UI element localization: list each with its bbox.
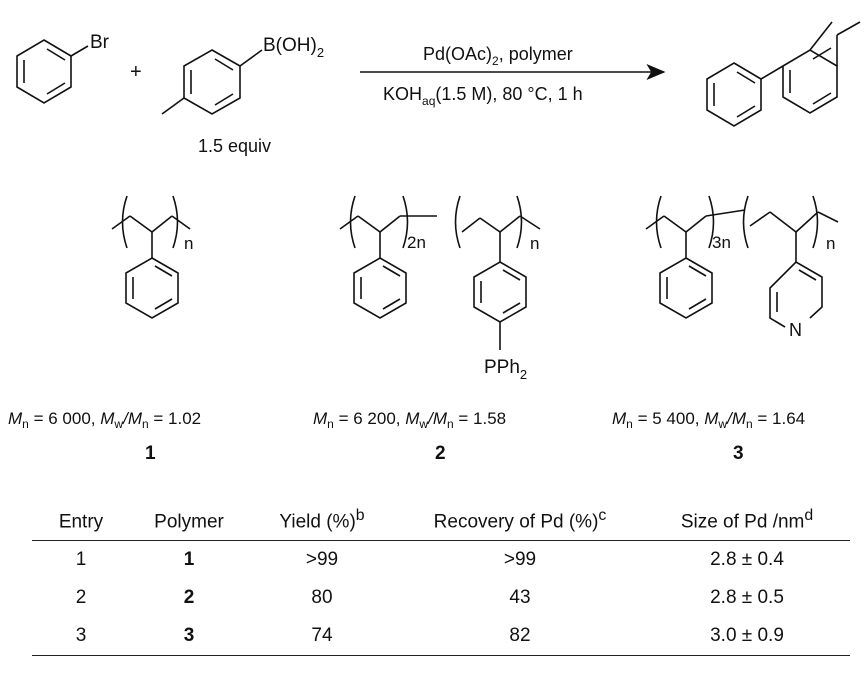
header-entry: Entry	[32, 498, 130, 542]
table-header-row: Entry Polymer Yield (%)b Recovery of Pd …	[32, 498, 850, 542]
header-size: Size of Pd /nmd	[644, 498, 850, 542]
header-yield: Yield (%)b	[248, 498, 396, 542]
boronic-acid-label: B(OH)2	[263, 35, 324, 60]
cell-recovery: 43	[509, 587, 531, 609]
cell-polymer: 2	[183, 587, 195, 609]
equiv-label: 1.5 equiv	[198, 136, 271, 156]
polymer-2-subscript-a: 2n	[407, 233, 426, 252]
cell-size: 3.0 ± 0.9	[710, 625, 784, 647]
polymer-2-structure	[339, 195, 541, 350]
compound-number-1: 1	[145, 443, 156, 464]
table-row: 1 1 >99 >99 2.8 ± 0.4	[32, 541, 850, 580]
conditions-top: Pd(OAc)2, polymer	[423, 44, 573, 68]
plus-sign: +	[130, 61, 142, 83]
cell-polymer: 3	[183, 625, 195, 647]
bromobenzene-structure	[16, 39, 89, 104]
cell-size: 2.8 ± 0.4	[710, 549, 784, 571]
reaction-scheme: Br + B(OH)2 1.5 equiv Pd(OAc)2, polymer …	[8, 21, 861, 464]
conditions-bottom: KOHaq(1.5 M), 80 °C, 1 h	[383, 84, 583, 108]
cell-yield: >99	[305, 549, 339, 571]
header-recovery: Recovery of Pd (%)c	[396, 498, 644, 542]
tolylboronic-acid-structure	[161, 49, 263, 115]
cell-entry: 3	[75, 625, 87, 647]
polymer-3-subscript-b: n	[826, 234, 835, 253]
pyridine-nitrogen-label: N	[789, 320, 802, 340]
header-polymer: Polymer	[130, 498, 248, 542]
cell-entry: 2	[75, 587, 87, 609]
cell-size: 2.8 ± 0.5	[710, 587, 784, 609]
polymer-1-mw-label: Mn = 6 000, Mw/Mn = 1.02	[8, 409, 201, 431]
bromo-label: Br	[90, 32, 110, 53]
table-row: 3 3 74 82 3.0 ± 0.9	[32, 617, 850, 656]
cell-entry: 1	[75, 549, 87, 571]
cell-polymer: 1	[183, 549, 195, 571]
polymer-1-subscript: n	[184, 234, 193, 253]
polymer-3-mw-label: Mn = 5 400, Mw/Mn = 1.64	[612, 409, 805, 431]
cell-yield: 80	[311, 587, 333, 609]
table-row: 2 2 80 43 2.8 ± 0.5	[32, 579, 850, 617]
polymer-3-subscript-a: 3n	[712, 233, 731, 252]
polymer-2-subscript-b: n	[530, 234, 539, 253]
compound-number-2: 2	[435, 443, 446, 464]
cell-recovery: >99	[503, 549, 537, 571]
polymer-2-substituent: PPh2	[484, 357, 527, 382]
biphenyl-product-structure	[706, 21, 861, 127]
polymer-3-structure	[645, 195, 839, 328]
cell-recovery: 82	[509, 625, 531, 647]
compound-number-3: 3	[733, 443, 744, 464]
results-table: Entry Polymer Yield (%)b Recovery of Pd …	[32, 498, 850, 657]
polymer-1-structure	[111, 195, 191, 319]
polymer-2-mw-label: Mn = 6 200, Mw/Mn = 1.58	[313, 409, 506, 431]
cell-yield: 74	[311, 625, 333, 647]
